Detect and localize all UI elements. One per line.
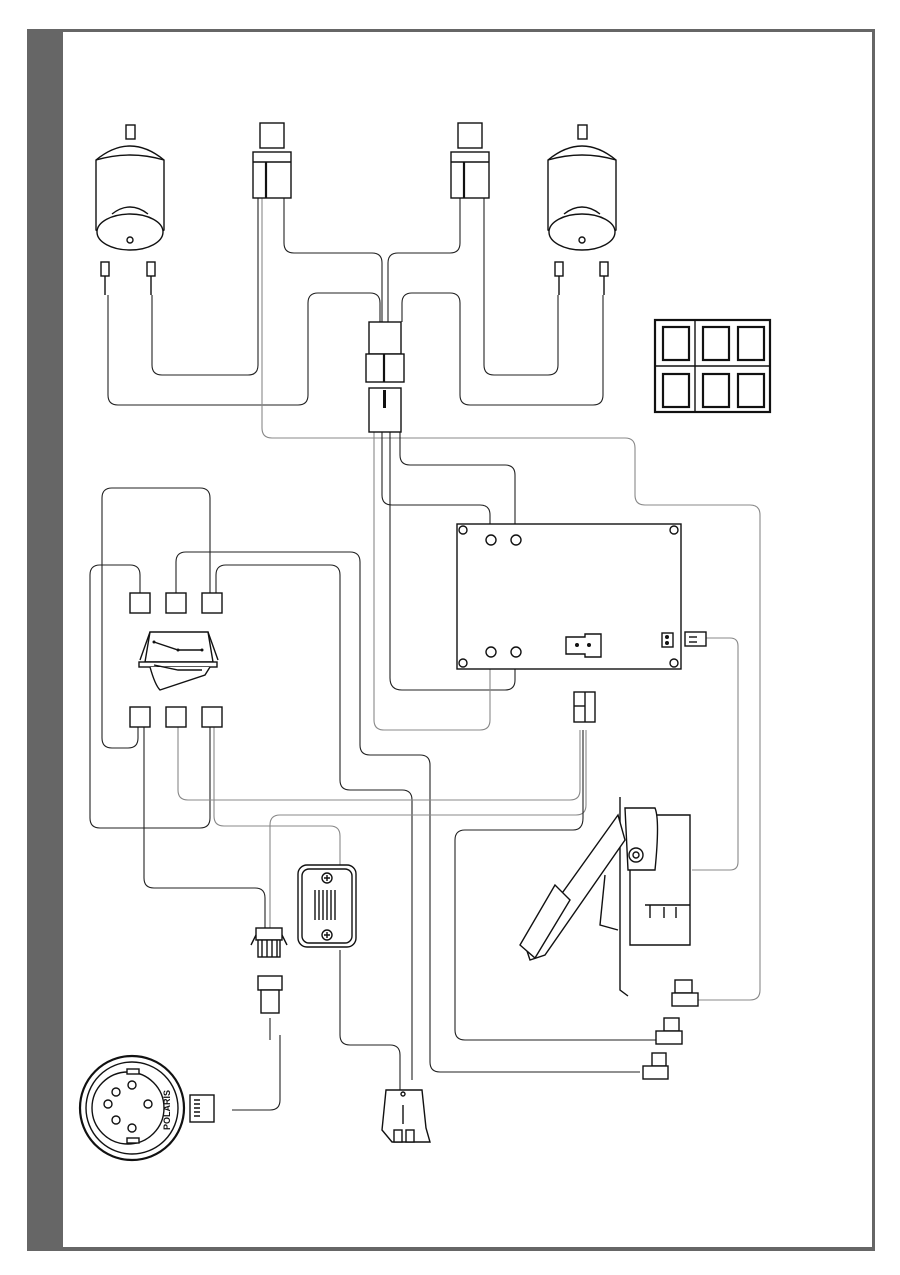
spade-terminals[interactable] (642, 979, 699, 1080)
wire (215, 564, 413, 1080)
horn-button[interactable]: POLARIS (78, 1054, 215, 1162)
wire (389, 432, 516, 691)
wire (101, 487, 211, 749)
wires (89, 198, 761, 1111)
wire (89, 564, 211, 829)
motor-left[interactable] (95, 124, 165, 295)
foot-pedal[interactable] (519, 797, 691, 997)
harness-plug[interactable] (250, 927, 288, 1014)
wire (151, 198, 259, 376)
wire (261, 198, 761, 1001)
page-side-bar (27, 29, 63, 1251)
wire (483, 198, 559, 376)
brand-label: POLARIS (162, 1090, 172, 1130)
junction-connector[interactable] (365, 321, 405, 433)
wire (107, 292, 381, 406)
motor-right[interactable] (547, 124, 617, 295)
wire (373, 432, 491, 731)
wire (401, 292, 604, 406)
small-plug[interactable] (573, 691, 596, 723)
wire (399, 432, 516, 535)
speaker[interactable] (297, 864, 357, 948)
switch-panel-legend (653, 318, 772, 414)
wire (213, 727, 341, 868)
wire (387, 198, 461, 322)
wire (175, 551, 640, 1073)
wire (692, 637, 739, 871)
wire (283, 198, 383, 322)
connector-top-left[interactable] (252, 122, 292, 199)
wire (143, 727, 266, 930)
wire (269, 730, 587, 930)
wire (232, 1035, 281, 1111)
rocker-switch[interactable] (129, 592, 223, 728)
wire (177, 727, 581, 801)
wire (454, 730, 656, 1041)
wire (339, 950, 401, 1090)
connector-top-right[interactable] (450, 122, 490, 199)
control-board[interactable] (456, 523, 707, 670)
battery-connector[interactable] (381, 1089, 431, 1143)
wire (381, 432, 491, 535)
